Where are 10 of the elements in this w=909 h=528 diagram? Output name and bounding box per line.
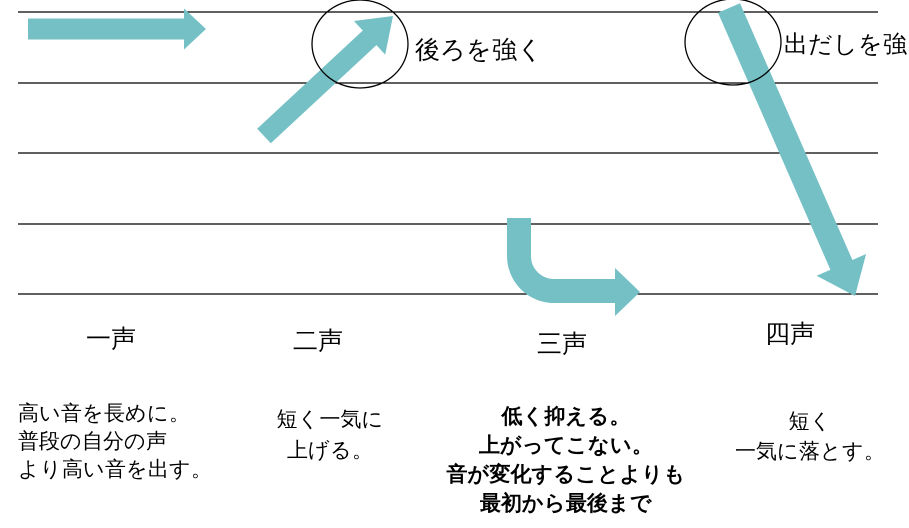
tone-label: 一声 <box>86 323 136 355</box>
tone-description: 低く抑える。上がってこない。音が変化することよりも最初から最後まで <box>446 403 686 517</box>
tone-label: 三声 <box>537 328 587 360</box>
tone-description: 高い音を長めに。普段の自分の声より高い音を出す。 <box>18 400 212 483</box>
tone-label: 四声 <box>765 318 815 350</box>
emphasis-note: 出だしを強 <box>784 29 907 60</box>
tone-description: 短く一気に上げる。 <box>276 406 384 464</box>
emphasis-note: 後ろを強く <box>415 34 543 66</box>
tone-description: 短く一気に落とす。 <box>735 408 885 465</box>
tone-label: 二声 <box>293 325 343 357</box>
